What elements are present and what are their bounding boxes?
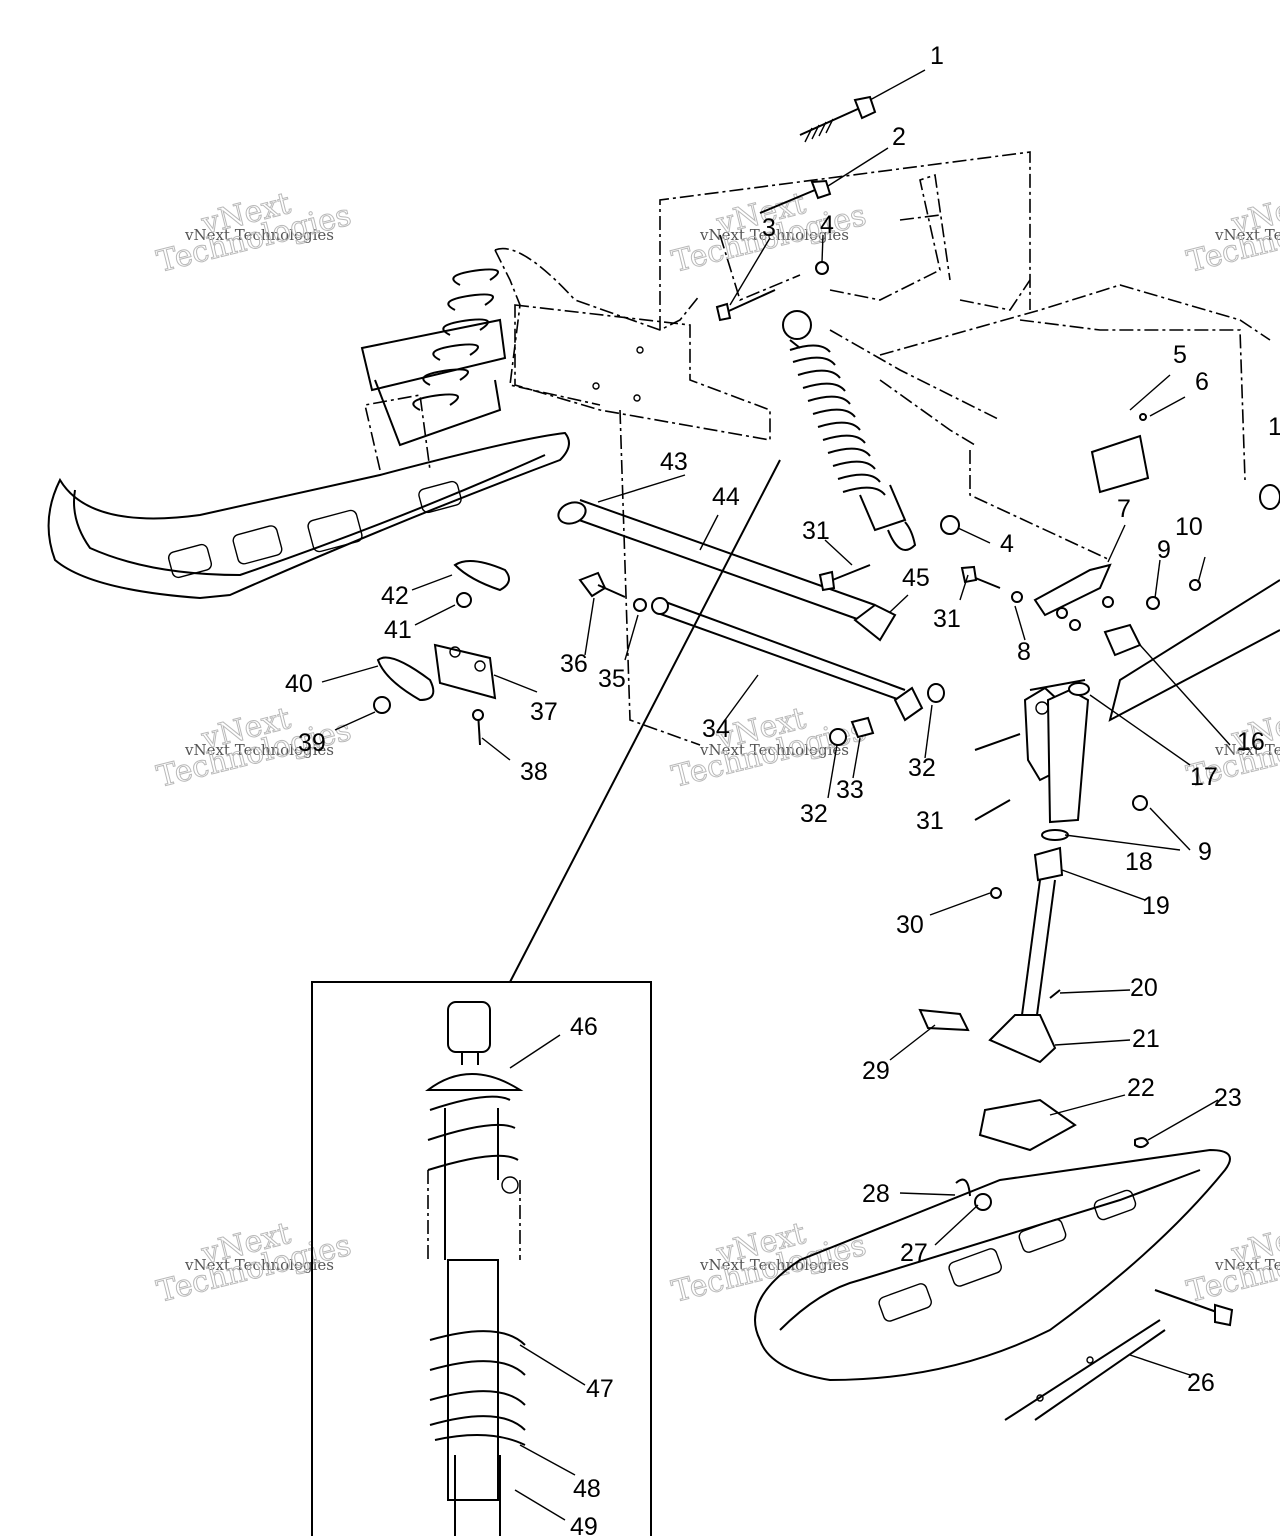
left-spring <box>412 268 499 411</box>
watermark-small-text: vNext Technologies <box>184 226 334 244</box>
callout-1: 1 <box>930 42 944 70</box>
watermark: vNext Technologies vNext Technologies <box>1183 1216 1280 1311</box>
callout-41: 41 <box>384 616 412 644</box>
watermark: vNext Technologies vNext Technologies <box>1183 186 1280 281</box>
callout-20: 20 <box>1130 974 1158 1002</box>
callout-31: 31 <box>933 605 961 633</box>
callout-35: 35 <box>598 665 626 693</box>
callout-38: 38 <box>520 758 548 786</box>
callout-21: 21 <box>1132 1025 1160 1053</box>
callout-16: 16 <box>1237 728 1265 756</box>
callout-17: 17 <box>1190 763 1218 791</box>
callout-46: 46 <box>570 1013 598 1041</box>
watermark-small-text: vNext Technologies <box>184 1256 334 1274</box>
callout-4: 4 <box>820 211 834 239</box>
callout-34: 34 <box>702 715 730 743</box>
callout-40: 40 <box>285 670 313 698</box>
watermark: vNext Technologies vNext Technologies <box>668 1216 870 1311</box>
callout-9: 9 <box>1198 838 1212 866</box>
callout-39: 39 <box>298 729 326 757</box>
callout-5: 5 <box>1173 341 1187 369</box>
watermark-small-text: vNext Technologies <box>699 226 849 244</box>
watermark: vNext Technologies vNext Technologies <box>153 186 355 281</box>
callout-1-edge: 1 <box>1268 413 1280 441</box>
callout-31: 31 <box>916 807 944 835</box>
front-suspension-parts <box>373 95 1280 1421</box>
callout-27: 27 <box>900 1239 928 1267</box>
callout-44: 44 <box>712 483 740 511</box>
callout-32: 32 <box>800 800 828 828</box>
callout-48: 48 <box>573 1475 601 1503</box>
callout-36: 36 <box>560 650 588 678</box>
leader-lines <box>321 69 1231 1521</box>
callout-37: 37 <box>530 698 558 726</box>
callout-22: 22 <box>1127 1074 1155 1102</box>
watermark: vNext Technologies vNext Technologies <box>153 1216 355 1311</box>
callout-18: 18 <box>1125 848 1153 876</box>
callout-49: 49 <box>570 1513 598 1536</box>
callout-10: 10 <box>1175 513 1203 541</box>
callout-33: 33 <box>836 776 864 804</box>
callout-29: 29 <box>862 1057 890 1085</box>
chassis-outline <box>494 151 1280 746</box>
plate-part-5 <box>1090 434 1150 494</box>
callout-23: 23 <box>1214 1084 1242 1112</box>
callout-28: 28 <box>862 1180 890 1208</box>
shock-detail-box <box>311 459 781 1536</box>
callout-2: 2 <box>892 123 906 151</box>
callout-31: 31 <box>802 517 830 545</box>
callout-30: 30 <box>896 911 924 939</box>
callout-43: 43 <box>660 448 688 476</box>
callout-6: 6 <box>1195 368 1209 396</box>
callout-4: 4 <box>1000 530 1014 558</box>
callout-8: 8 <box>1017 638 1031 666</box>
watermark-small-text: vNext Technologies <box>1214 741 1280 759</box>
callout-42: 42 <box>381 582 409 610</box>
callout-3: 3 <box>762 214 776 242</box>
callout-9: 9 <box>1157 536 1171 564</box>
watermark-small-text: vNext Technologies <box>1214 226 1280 244</box>
callout-19: 19 <box>1142 892 1170 920</box>
callout-47: 47 <box>586 1375 614 1403</box>
left-ski-assembly <box>47 249 601 600</box>
front-shock-absorber <box>782 310 917 551</box>
watermark-small-text: vNext Technologies <box>1214 1256 1280 1274</box>
callout-7: 7 <box>1117 495 1131 523</box>
callout-26: 26 <box>1187 1369 1215 1397</box>
watermark-small-text: vNext Technologies <box>184 741 334 759</box>
watermark-small-text: vNext Technologies <box>699 741 849 759</box>
callout-32: 32 <box>908 754 936 782</box>
callout-45: 45 <box>902 564 930 592</box>
callout-labels: 1 2 3 4 4 5 6 1 7 8 9 9 10 16 17 18 19 2… <box>285 42 1280 1536</box>
watermark-small-text: vNext Technologies <box>699 1256 849 1274</box>
